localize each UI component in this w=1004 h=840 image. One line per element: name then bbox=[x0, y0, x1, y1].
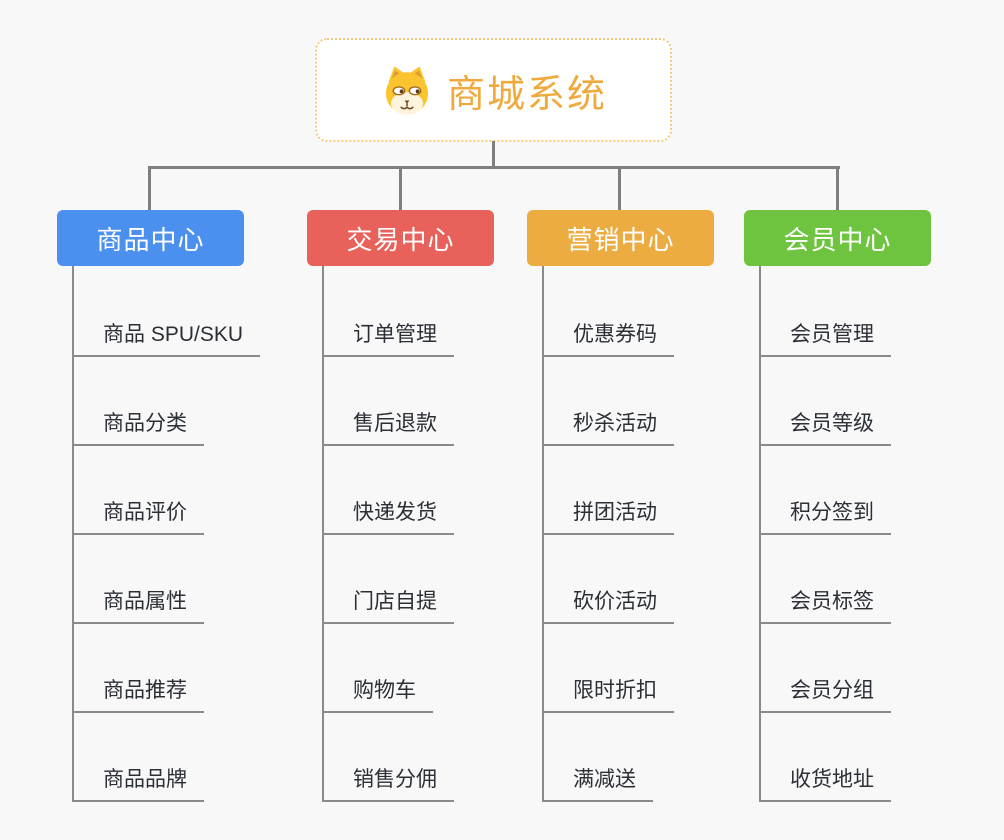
branch-node-trade[interactable]: 交易中心 bbox=[307, 210, 494, 266]
subtopic-item[interactable]: 商品评价 bbox=[72, 499, 204, 535]
root-node[interactable]: 商城系统 bbox=[315, 38, 672, 142]
branch-node-marketing[interactable]: 营销中心 bbox=[527, 210, 714, 266]
branch-column-member: 会员中心 会员管理会员等级积分签到会员标签会员分组收货地址 bbox=[744, 210, 1004, 810]
subtopic-list-trade: 订单管理售后退款快递发货门店自提购物车销售分佣 bbox=[307, 210, 587, 810]
connector-trunk bbox=[148, 166, 840, 169]
branch-node-product[interactable]: 商品中心 bbox=[57, 210, 244, 266]
subtopic-item[interactable]: 商品推荐 bbox=[72, 677, 204, 713]
subtopic-item[interactable]: 满减送 bbox=[542, 766, 653, 802]
subtopic-item[interactable]: 售后退款 bbox=[322, 410, 454, 446]
subtopic-item[interactable]: 砍价活动 bbox=[542, 588, 674, 624]
subtopic-item[interactable]: 会员标签 bbox=[759, 588, 891, 624]
subtopic-item[interactable]: 积分签到 bbox=[759, 499, 891, 535]
subtopic-item[interactable]: 会员等级 bbox=[759, 410, 891, 446]
subtopic-item[interactable]: 拼团活动 bbox=[542, 499, 674, 535]
subtopic-list-marketing: 优惠券码秒杀活动拼团活动砍价活动限时折扣满减送 bbox=[527, 210, 807, 810]
connector-root-stub bbox=[492, 141, 495, 169]
branch-node-member[interactable]: 会员中心 bbox=[744, 210, 931, 266]
connector-drop-member bbox=[836, 166, 839, 211]
subtopic-item[interactable]: 秒杀活动 bbox=[542, 410, 674, 446]
subtopic-list-product: 商品 SPU/SKU 商品分类商品评价商品属性商品推荐商品品牌 bbox=[57, 210, 337, 810]
connector-drop-marketing bbox=[618, 166, 621, 211]
subtopic-item[interactable]: 门店自提 bbox=[322, 588, 454, 624]
subtopic-item[interactable]: 商品分类 bbox=[72, 410, 204, 446]
subtopic-item[interactable]: 订单管理 bbox=[322, 321, 454, 357]
subtopic-list-member: 会员管理会员等级积分签到会员标签会员分组收货地址 bbox=[744, 210, 1004, 810]
root-title: 商城系统 bbox=[446, 73, 607, 116]
branch-column-trade: 交易中心 订单管理售后退款快递发货门店自提购物车销售分佣 bbox=[307, 210, 587, 810]
subtopic-item[interactable]: 销售分佣 bbox=[322, 766, 454, 802]
subtopic-item[interactable]: 优惠券码 bbox=[542, 321, 674, 357]
subtopic-item[interactable]: 快递发货 bbox=[322, 499, 454, 535]
subtopic-item[interactable]: 商品 SPU/SKU bbox=[72, 321, 261, 357]
subtopic-item[interactable]: 会员管理 bbox=[759, 321, 891, 357]
subtopic-item[interactable]: 购物车 bbox=[322, 677, 433, 713]
connector-drop-trade bbox=[399, 166, 402, 211]
branch-column-product: 商品中心 商品 SPU/SKU 商品分类商品评价商品属性商品推荐商品品牌 bbox=[57, 210, 337, 810]
subtopic-item[interactable]: 收货地址 bbox=[759, 766, 891, 802]
subtopic-item[interactable]: 商品属性 bbox=[72, 588, 204, 624]
subtopic-item[interactable]: 会员分组 bbox=[759, 677, 891, 713]
subtopic-item[interactable]: 限时折扣 bbox=[542, 677, 674, 713]
subtopic-item[interactable]: 商品品牌 bbox=[72, 766, 204, 802]
branch-column-marketing: 营销中心 优惠券码秒杀活动拼团活动砍价活动限时折扣满减送 bbox=[527, 210, 807, 810]
dog-face-icon bbox=[385, 66, 429, 115]
connector-drop-product bbox=[148, 166, 151, 211]
